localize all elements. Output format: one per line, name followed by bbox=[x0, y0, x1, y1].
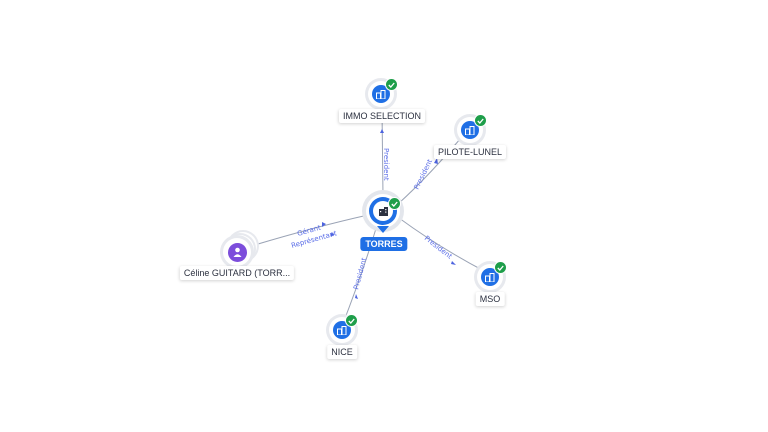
center-pin-tip bbox=[377, 226, 389, 233]
node-label[interactable]: IMMO SELECTION bbox=[338, 109, 426, 123]
verified-badge-icon bbox=[494, 261, 507, 274]
company-building-icon bbox=[485, 272, 495, 282]
verified-badge-icon bbox=[385, 78, 398, 91]
person-icon bbox=[233, 247, 241, 257]
company-building-icon bbox=[376, 89, 386, 99]
edge-person: Gérant Représentant bbox=[237, 214, 369, 251]
edge-label-pilote: President bbox=[413, 158, 435, 191]
node-label[interactable]: NICE bbox=[327, 345, 357, 359]
edge-mso: President bbox=[398, 217, 487, 273]
edge-immo: President bbox=[380, 109, 390, 197]
node-label[interactable]: MSO bbox=[475, 292, 505, 306]
verified-badge-icon bbox=[474, 114, 487, 127]
company-building-icon bbox=[465, 125, 475, 135]
node-circle[interactable] bbox=[223, 238, 251, 266]
edge-pilote: President bbox=[397, 131, 467, 205]
center-node-label[interactable]: TORRES bbox=[360, 237, 408, 251]
verified-badge-icon bbox=[345, 314, 358, 327]
company-building-icon bbox=[337, 325, 347, 335]
node-circle[interactable] bbox=[329, 317, 355, 343]
verified-badge-icon bbox=[388, 197, 401, 210]
node-label[interactable]: PILOTE-LUNEL bbox=[433, 145, 507, 159]
edge-label-immo: President bbox=[382, 148, 390, 181]
edge-label-mso: President bbox=[423, 234, 454, 261]
company-building-icon bbox=[378, 207, 388, 216]
node-label[interactable]: Céline GUITARD (TORR... bbox=[179, 266, 295, 280]
edge-label-nice: President bbox=[352, 257, 368, 291]
